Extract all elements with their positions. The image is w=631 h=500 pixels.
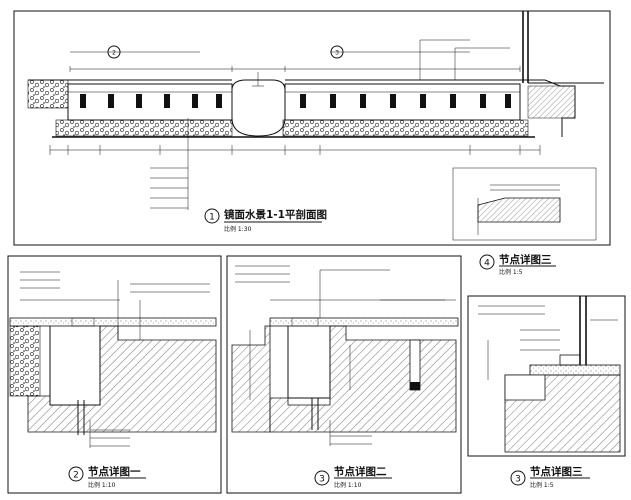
view-2-grate [71, 317, 95, 327]
view-3-left-wall [231, 325, 271, 433]
view-2-drain-pit [49, 326, 101, 406]
view-4-title: 节点详图三 [499, 253, 552, 266]
view-3-grate [291, 317, 319, 327]
view-4-number: 4 [484, 259, 490, 269]
view-1-frame [13, 10, 611, 246]
view-5-number-circle [510, 470, 526, 486]
view-3-concrete [269, 325, 457, 433]
view-2-stone-wall [9, 325, 41, 397]
view-4-scale: 比例 1:5 [499, 268, 523, 276]
stone-bed-left [55, 119, 233, 137]
view-5-title: 节点详图三 [530, 465, 583, 478]
dimension-top [69, 51, 521, 72]
view-4-coping [477, 197, 561, 223]
view-2-scale: 比例 1:10 [88, 481, 116, 489]
callout-label-a: 2 [112, 50, 116, 57]
view-5-scale: 比例 1:5 [530, 481, 554, 489]
annotation-leaders [150, 39, 510, 210]
view-2-title: 节点详图一 [88, 465, 141, 478]
view-2-number: 2 [73, 471, 79, 481]
view-3-number-circle [314, 470, 330, 486]
view-2-detail: 2 节点详图一 比例 1:10 [7, 255, 222, 494]
view-4-number-circle [479, 254, 495, 270]
view-2-frame [7, 255, 222, 494]
view-5-frame-box [559, 354, 581, 366]
callout-marker-a [107, 45, 121, 59]
basin-left [67, 83, 233, 121]
view-3-deck [269, 317, 459, 327]
left-gravel [27, 79, 69, 109]
view-1-section: 2 3 1 镜面水景1-1平剖面图 比例 1:30 [13, 10, 611, 246]
callout-marker-b [330, 45, 344, 59]
view-1-number: 1 [209, 213, 215, 223]
view-5-frame [467, 295, 626, 457]
view-4-detail: 4 节点详图三 比例 1:5 [452, 167, 597, 276]
view-5-number: 3 [515, 475, 521, 485]
view-1-number-circle [204, 208, 220, 224]
callout-label-b: 3 [335, 50, 339, 57]
view-1-title: 镜面水景1-1平剖面图 [224, 208, 327, 221]
view-2-deck [9, 317, 217, 327]
view-3-number: 3 [319, 475, 325, 485]
view-3-frame [226, 255, 462, 494]
view-2-concrete [27, 325, 217, 433]
edge-hatch [527, 85, 576, 119]
view-1-scale: 比例 1:30 [224, 225, 252, 233]
dimension-bottom [49, 145, 541, 155]
view-3-post-base [410, 382, 420, 390]
view-3-drain-pit [287, 326, 331, 399]
view-4-frame [452, 167, 597, 241]
stone-bed-right [282, 119, 529, 137]
view-3-scale: 比例 1:10 [334, 481, 362, 489]
view-2-number-circle [68, 466, 84, 482]
view-5-pocket [504, 374, 546, 401]
support-piers [80, 94, 511, 108]
view-5-detail: 3 节点详图三 比例 1:5 [467, 295, 626, 489]
view-3-detail: 3 节点详图二 比例 1:10 [226, 255, 462, 494]
view-3-title: 节点详图二 [334, 465, 387, 478]
view-5-coping [529, 364, 621, 376]
central-pit [231, 79, 286, 137]
